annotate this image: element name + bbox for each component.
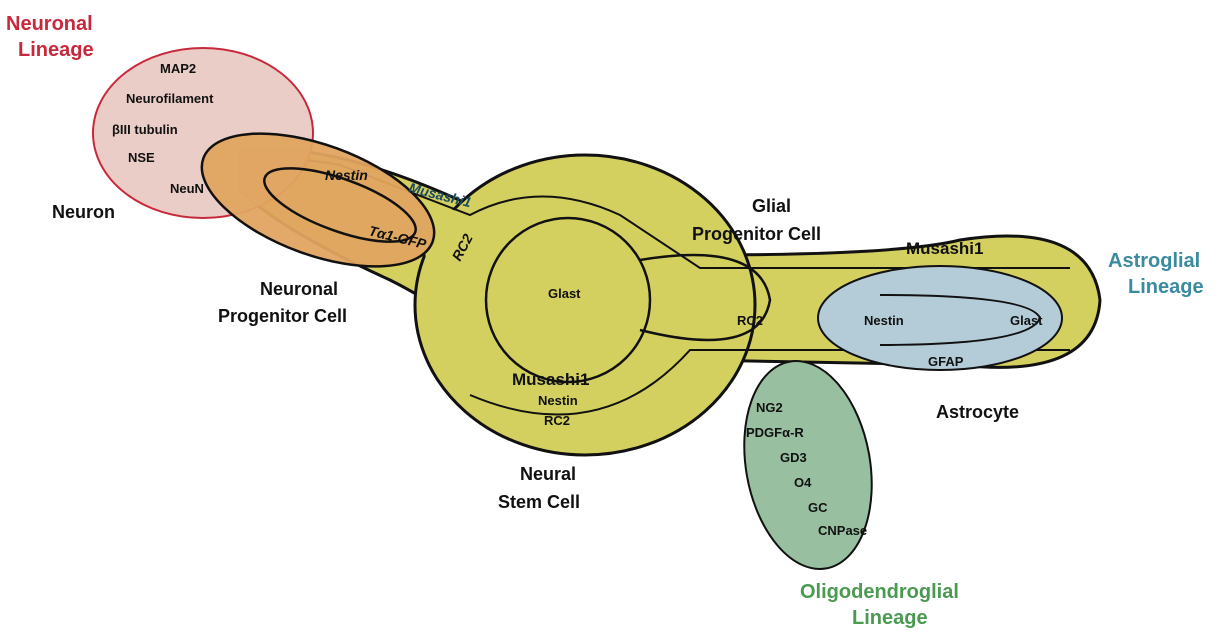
oligo-marker-0: NG2 — [756, 400, 783, 415]
neuronal-progenitor-label-1: Neuronal — [260, 279, 338, 299]
glial-rc2: RC2 — [737, 313, 763, 328]
oligo-marker-3: O4 — [794, 475, 812, 490]
oligo-marker-5: CNPase — [818, 523, 867, 538]
oligodendroglial-lineage-label-1: Oligodendroglial — [800, 581, 959, 603]
neuron-label: Neuron — [52, 202, 115, 222]
stem-musashi: Musashi1 — [512, 370, 589, 389]
neuron-marker-1: Neurofilament — [126, 91, 214, 106]
neuron-marker-4: NeuN — [170, 181, 204, 196]
astro-gfap: GFAP — [928, 354, 964, 369]
astroglial-lineage-label-2: Lineage — [1128, 276, 1204, 298]
oligo-marker-4: GC — [808, 500, 828, 515]
glial-progenitor-label-2: Progenitor Cell — [692, 224, 821, 244]
neuron-marker-2: βIII tubulin — [112, 122, 178, 137]
stem-rc2: RC2 — [544, 413, 570, 428]
astro-musashi: Musashi1 — [906, 239, 983, 258]
oligo-marker-1: PDGFα-R — [746, 425, 804, 440]
stem-glast: Glast — [548, 286, 581, 301]
neuronal-lineage-label-1: Neuronal — [6, 13, 93, 35]
np-nestin: Nestin — [325, 167, 368, 183]
stem-nestin: Nestin — [538, 393, 578, 408]
astroglial-lineage-label-1: Astroglial — [1108, 250, 1200, 272]
neural-stem-label-1: Neural — [520, 464, 576, 484]
neuron-marker-3: NSE — [128, 150, 155, 165]
oligo-marker-2: GD3 — [780, 450, 807, 465]
neuronal-progenitor-label-2: Progenitor Cell — [218, 306, 347, 326]
oligodendrocyte-ellipse — [729, 351, 888, 579]
neuronal-lineage-label-2: Lineage — [18, 39, 94, 61]
astrocyte-label: Astrocyte — [936, 402, 1019, 422]
astro-glast: Glast — [1010, 313, 1043, 328]
astro-nestin: Nestin — [864, 313, 904, 328]
neuron-marker-0: MAP2 — [160, 61, 196, 76]
oligodendroglial-lineage-label-2: Lineage — [852, 607, 928, 629]
neural-stem-label-2: Stem Cell — [498, 492, 580, 512]
glial-progenitor-label-1: Glial — [752, 196, 791, 216]
